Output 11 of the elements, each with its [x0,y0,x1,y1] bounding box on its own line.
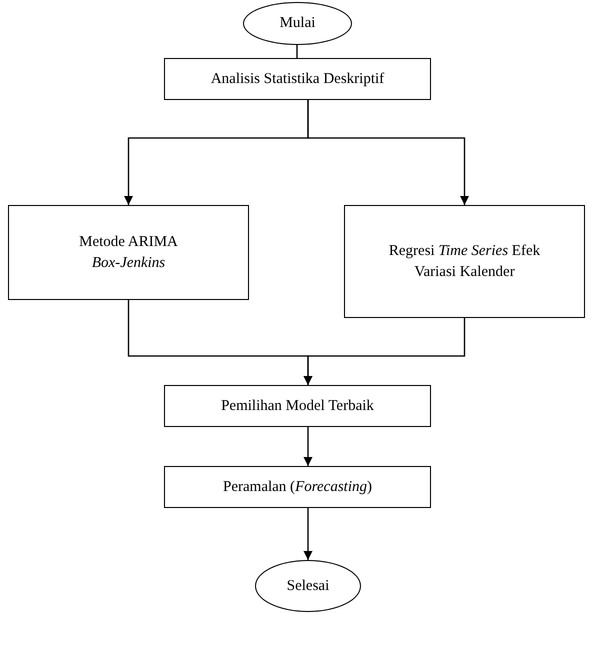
terminal-ellipse: Mulai [243,2,352,45]
arrow [304,508,312,560]
terminal-ellipse: Selesai [255,560,361,612]
process-box: Peramalan (Forecasting) [164,466,431,508]
process-box: Metode ARIMA Box-Jenkins [8,205,249,300]
arrow [304,427,312,466]
process-box: Analisis Statistika Deskriptif [164,58,431,100]
arrow [304,318,466,385]
process-box: Pemilihan Model Terbaik [164,385,431,427]
arrow [307,100,469,205]
process-box: Regresi Time Series Efek Variasi Kalender [344,205,585,318]
